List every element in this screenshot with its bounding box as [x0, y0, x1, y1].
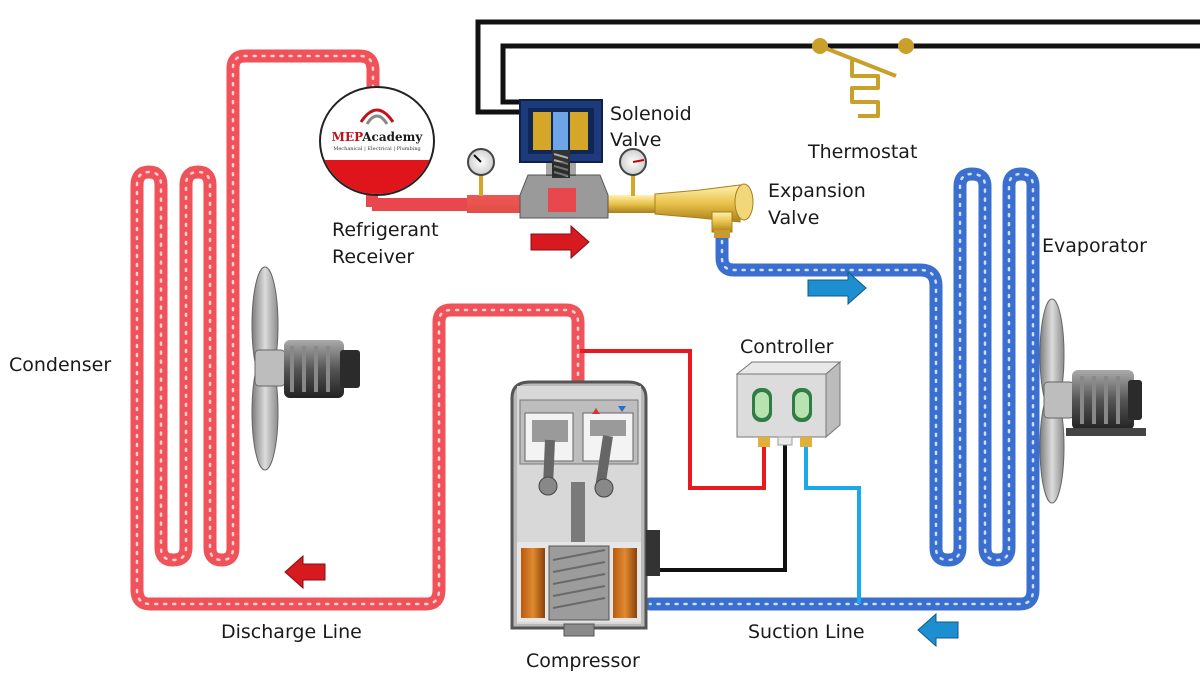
gear-waves-icon [359, 108, 395, 125]
mep-academy-logo: MEPAcademy Mechanical | Electrical | Plu… [319, 86, 435, 196]
label-solenoid-1: Solenoid [610, 103, 692, 125]
logo-tagline: Mechanical | Electrical | Plumbing [333, 146, 421, 152]
logo-brand: MEPAcademy [331, 130, 423, 144]
label-expansion-1: Expansion [768, 180, 866, 202]
flow-arrow-suction [917, 612, 959, 648]
label-discharge-line: Discharge Line [221, 621, 362, 643]
evaporator-coil [643, 167, 1040, 611]
thermostat [812, 38, 914, 118]
label-condenser: Condenser [9, 354, 112, 376]
discharge-line-pipe [130, 303, 585, 611]
expansion-valve [654, 183, 754, 238]
pressure-gauge-left [467, 148, 495, 196]
label-receiver-1: Refrigerant [332, 219, 439, 241]
label-controller: Controller [740, 336, 834, 358]
label-suction-line: Suction Line [748, 621, 865, 643]
label-evaporator: Evaporator [1042, 235, 1147, 257]
condenser-fan [251, 266, 360, 471]
pressure-controller [735, 360, 842, 447]
compressor [510, 380, 660, 637]
pressure-gauge-right [619, 148, 647, 196]
label-receiver-2: Receiver [332, 246, 415, 268]
thermostat-wiring [475, 19, 1200, 115]
evaporator-fan [1039, 298, 1146, 504]
controller-wiring [580, 349, 861, 604]
condenser-coil [130, 49, 380, 597]
receiver-liquid-level [321, 160, 433, 194]
label-compressor: Compressor [526, 650, 640, 672]
flow-arrow-expansion [807, 270, 867, 306]
label-expansion-2: Valve [768, 207, 820, 229]
flow-arrow-liquid [530, 224, 590, 260]
label-thermostat: Thermostat [808, 141, 918, 163]
label-solenoid-2: Valve [610, 129, 662, 151]
flow-arrow-discharge [284, 554, 326, 590]
solenoid-valve [467, 99, 657, 219]
